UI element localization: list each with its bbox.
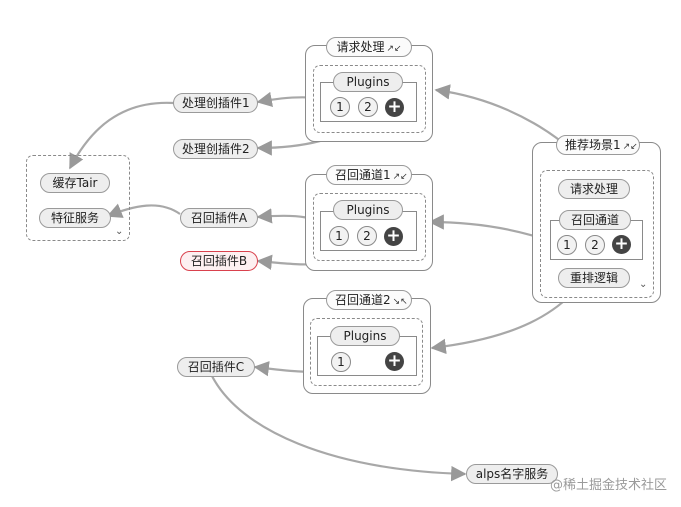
cache-service-group <box>26 155 130 241</box>
recommend-rerank-logic[interactable]: 重排逻辑 <box>558 268 630 288</box>
recommend-inner-area <box>540 170 654 298</box>
recall-1-slot-1[interactable]: 1 <box>329 226 349 246</box>
recommend-slot-2[interactable]: 2 <box>585 235 605 255</box>
request-node-title[interactable]: 请求处理↗↙ <box>326 37 412 57</box>
edge-recallC-to-alps <box>211 375 467 482</box>
recommend-request-handler[interactable]: 请求处理 <box>558 179 630 199</box>
expand-arrows-icon[interactable]: ↗↙ <box>386 44 402 54</box>
handler-plugin-2[interactable]: 处理创插件2 <box>173 139 258 159</box>
expand-arrows-icon[interactable]: ↗↙ <box>622 142 638 152</box>
request-plugin-area <box>313 65 426 133</box>
recall-channel-1-title[interactable]: 召回通道1↗↙ <box>326 165 412 185</box>
expand-arrows-icon[interactable]: ↗↙ <box>392 172 408 182</box>
plus-circle-icon[interactable]: + <box>612 235 631 254</box>
watermark: @稀土掘金技术社区 <box>549 478 667 493</box>
request-slot-2[interactable]: 2 <box>358 97 378 117</box>
recall-channel-2-title[interactable]: 召回通道2↘↖ <box>326 290 412 310</box>
recall-1-plugins-label[interactable]: Plugins <box>333 200 403 220</box>
edge-recallA-to-feature <box>106 203 181 218</box>
recall-channel-2-node <box>303 298 431 394</box>
recall-1-plugin-area <box>313 193 426 261</box>
recall-plugin-c[interactable]: 召回插件C <box>177 357 255 377</box>
plus-circle-icon[interactable]: + <box>385 98 404 117</box>
alps-name-service[interactable]: alps名字服务 <box>466 464 558 484</box>
recall-1-slot-2[interactable]: 2 <box>357 226 377 246</box>
recall-2-plugins-label[interactable]: Plugins <box>330 326 400 346</box>
recall-2-plugin-area <box>310 318 423 386</box>
recommend-recall-label[interactable]: 召回通道 <box>559 210 631 230</box>
recall-plugin-a[interactable]: 召回插件A <box>180 208 258 228</box>
plus-circle-icon[interactable]: + <box>385 352 404 371</box>
recall-plugin-b[interactable]: 召回插件B <box>180 251 258 271</box>
feature-service-node[interactable]: 特征服务 <box>39 208 111 228</box>
double-chevron-down-icon[interactable]: ⌄ <box>639 279 648 290</box>
double-chevron-down-icon[interactable]: ⌄ <box>115 226 124 237</box>
handler-plugin-1[interactable]: 处理创插件1 <box>173 93 258 113</box>
cache-tair-node[interactable]: 缓存Tair <box>40 173 110 193</box>
recall-2-slot-1[interactable]: 1 <box>331 352 351 372</box>
recall-channel-1-node <box>305 174 433 271</box>
plus-circle-icon[interactable]: + <box>384 227 403 246</box>
request-plugins-label[interactable]: Plugins <box>333 72 403 92</box>
request-node <box>305 45 433 142</box>
request-slot-1[interactable]: 1 <box>330 97 350 117</box>
recommend-scene-title[interactable]: 推荐场景1↗↙ <box>556 135 640 155</box>
expand-arrows-icon[interactable]: ↘↖ <box>392 297 408 307</box>
recommend-slot-1[interactable]: 1 <box>557 235 577 255</box>
